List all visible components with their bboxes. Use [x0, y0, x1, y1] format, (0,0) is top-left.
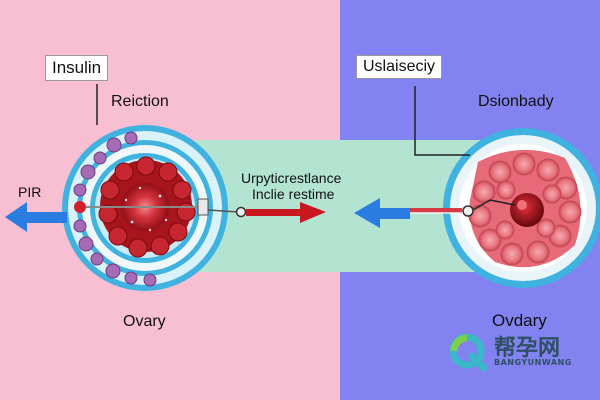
center-text-line2: Inclie restime — [252, 186, 335, 202]
right-probe — [410, 205, 474, 217]
watermark-subtitle: BANGYUNWANG — [494, 358, 572, 367]
left-probe — [74, 198, 247, 218]
watermark-title: 帮孕网 — [494, 336, 561, 361]
red-arrow — [246, 202, 326, 223]
center-band — [195, 140, 493, 272]
sensitivity-label: Uslaiseciy — [356, 55, 443, 79]
left-blue-arrow — [5, 202, 67, 232]
center-text-line1: Urpyticrestlance — [241, 170, 342, 186]
body-label: Dsionbady — [478, 93, 554, 110]
body-pointer — [467, 199, 516, 214]
sensitivity-pointer — [414, 86, 470, 156]
watermark: 帮孕网 BANGYUNWANG — [448, 330, 588, 372]
pir-label: PIR — [18, 184, 42, 200]
right-blue-arrow — [354, 198, 410, 228]
right-ovary — [443, 128, 600, 288]
reaction-label: Reiction — [111, 93, 169, 110]
follicle-cluster — [73, 131, 157, 287]
right-oocyte — [510, 193, 544, 227]
ovary-right-label: Ovdary — [492, 311, 547, 330]
ovary-left-label: Ovary — [123, 313, 166, 330]
q-logo-icon — [449, 333, 488, 372]
insulin-label: Insulin — [45, 55, 109, 81]
